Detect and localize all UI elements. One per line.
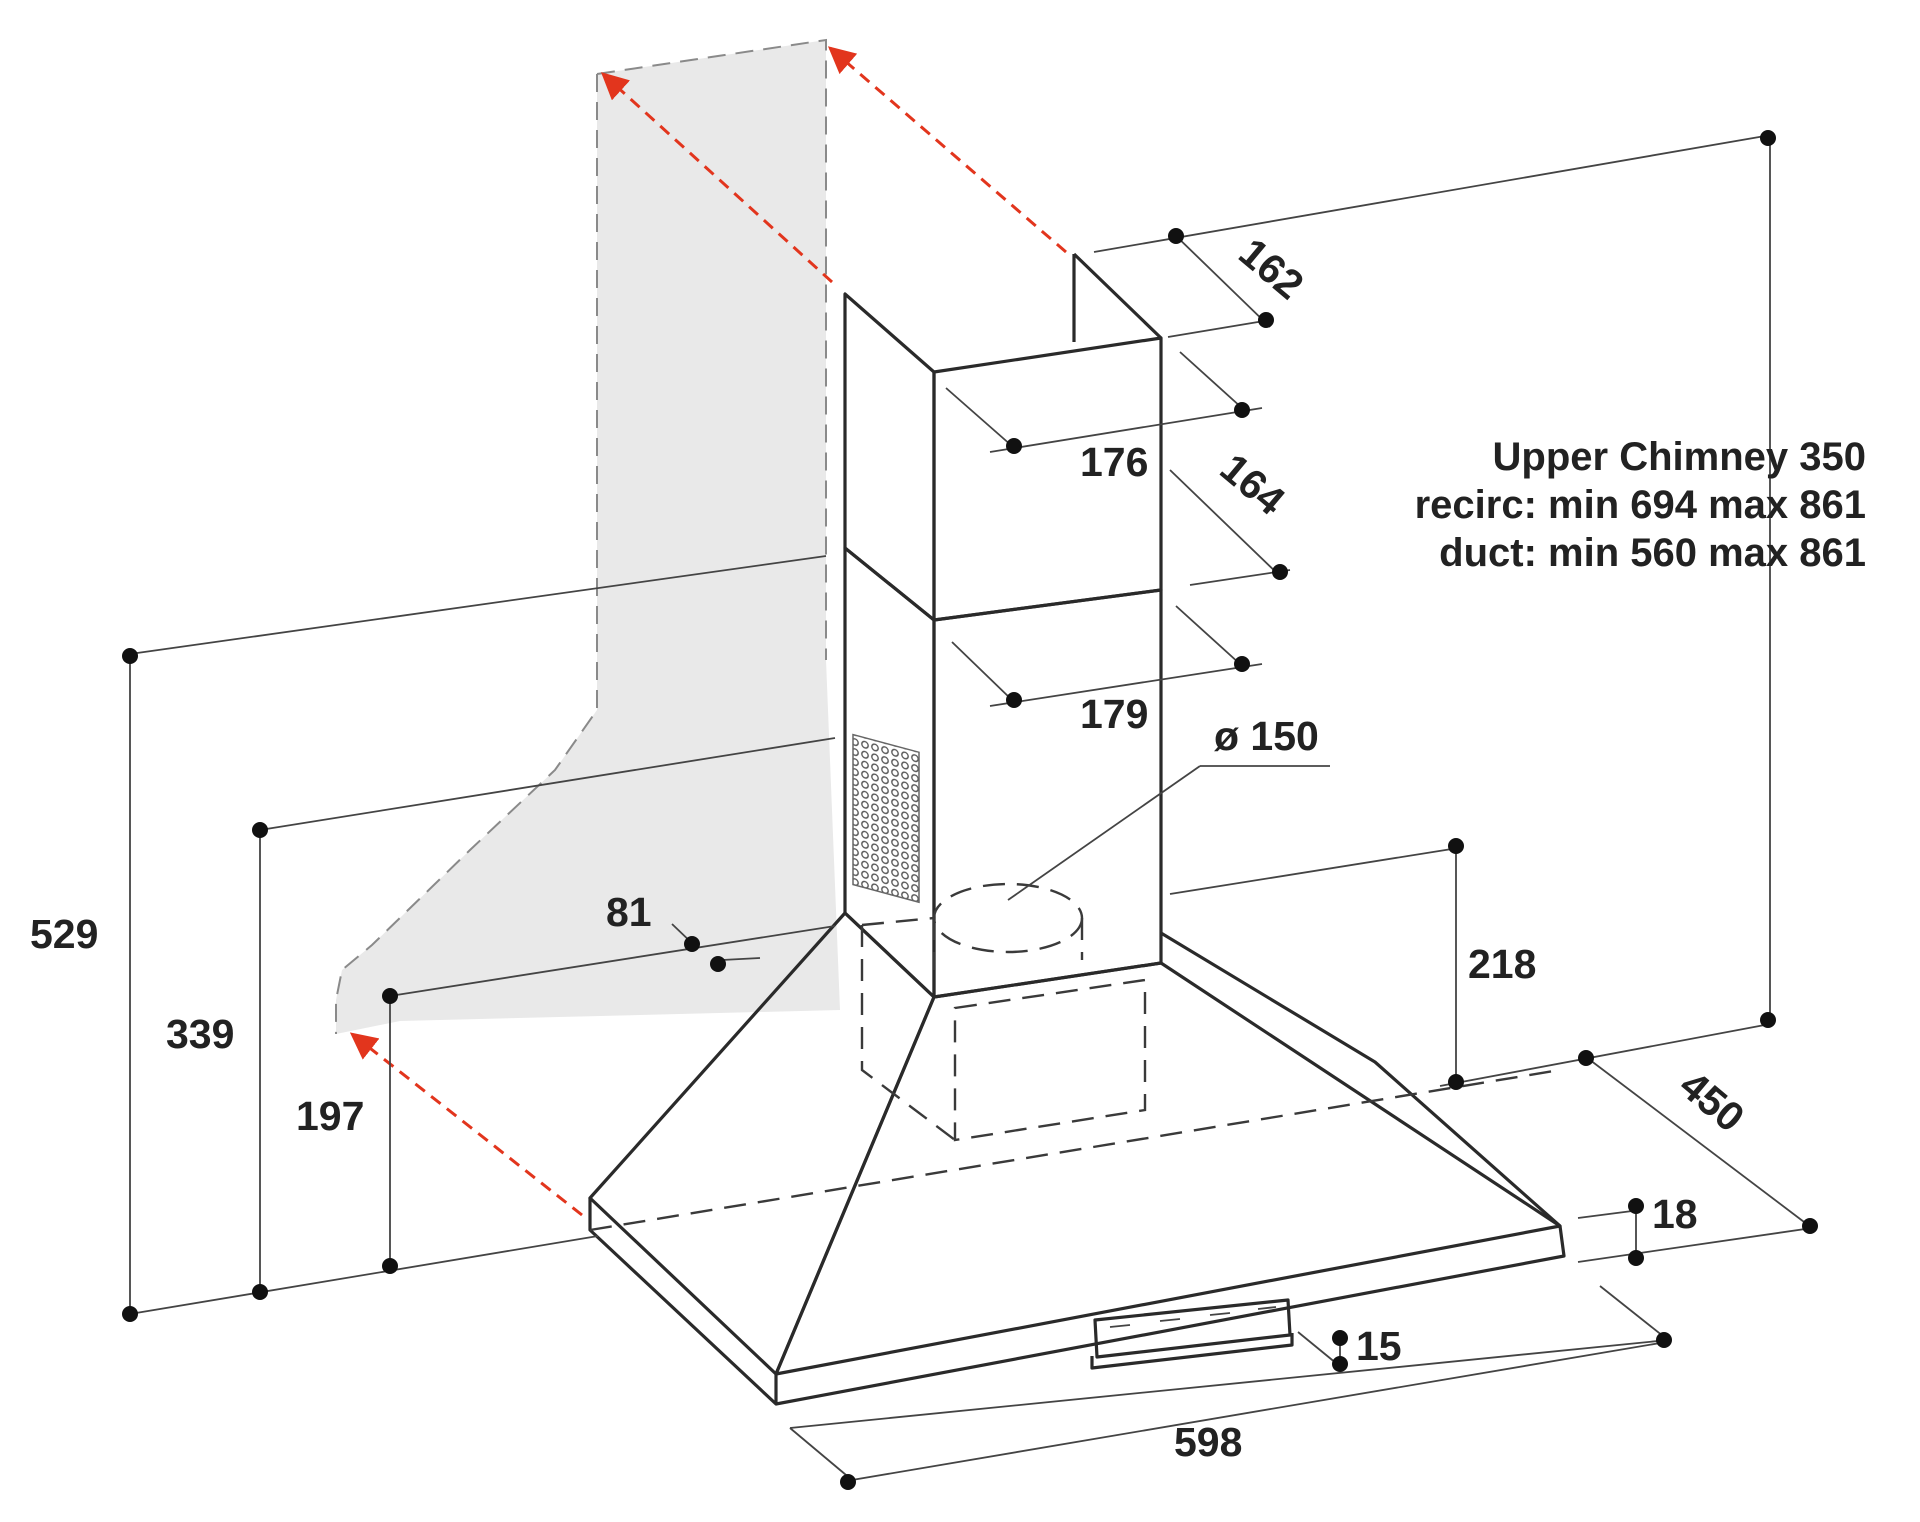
dim-176-label: 176 [1080,439,1148,485]
upper-chimney-left-face [843,292,936,622]
dim-164-label: 164 [1212,445,1294,524]
control-panel [1093,1298,1292,1359]
upper-left-arrow [601,72,834,284]
note-recirc: recirc: min 694 max 861 [1415,483,1866,527]
dim-150-label: ø 150 [1214,713,1319,759]
dim-218-label: 218 [1468,941,1536,987]
vent-grille [852,733,920,904]
duct-outlet [932,882,1084,954]
note-duct: duct: min 560 max 861 [1439,531,1866,575]
dim-179-label: 179 [1080,691,1148,737]
dim-81-label: 81 [606,889,652,935]
dim-162-label: 162 [1230,229,1312,308]
dimension-lines [129,135,1813,1481]
dim-15-label: 15 [1356,1323,1402,1369]
lower-arrow [349,1032,583,1217]
lower-chimney-front-face [932,588,1163,999]
dim-339-label: 339 [166,1011,234,1057]
chimney-notes: Upper Chimney 350 recirc: min 694 max 86… [1415,435,1866,575]
dim-450-label: 450 [1671,1062,1753,1141]
dim-598-label: 598 [1174,1419,1242,1465]
chimney [843,252,1163,999]
upper-right-arrow [827,46,1067,254]
dim-529-label: 529 [30,911,98,957]
dimension-dots [122,130,1818,1490]
wall-silhouette [335,38,840,1034]
note-upper-chimney: Upper Chimney 350 [1493,435,1866,479]
hidden-back-edge [589,1068,1561,1232]
hood-canopy [588,882,1566,1406]
dim-18-label: 18 [1652,1191,1698,1237]
dim-197-label: 197 [296,1093,364,1139]
canopy-base-rim [588,1198,1566,1406]
